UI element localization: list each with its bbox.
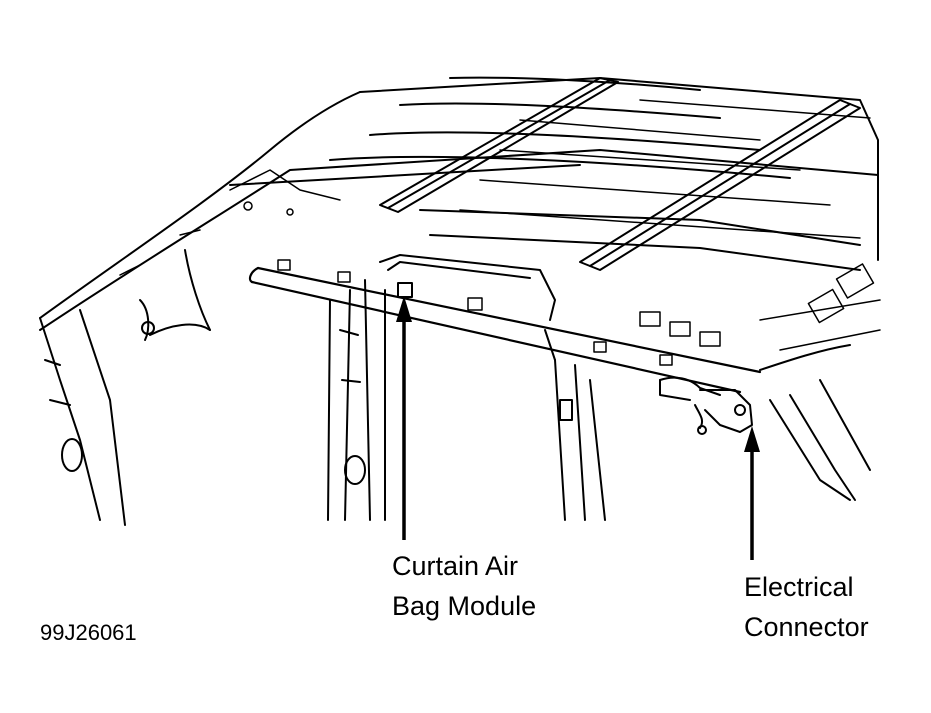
- a-pillar-clip: [139, 249, 211, 341]
- roof-rail-right: [579, 99, 861, 271]
- roof-panel: [39, 77, 879, 331]
- curtain-air-bag-leader: [396, 296, 412, 540]
- electrical-connector-label-line1: Electrical: [744, 572, 854, 602]
- d-pillar: [759, 344, 871, 501]
- curtain-air-bag-tube: [248, 266, 762, 394]
- roof-slats: [459, 99, 871, 239]
- roof-rail-left: [379, 77, 619, 213]
- electrical-connector-label: Electrical Connector: [744, 567, 869, 647]
- curtain-air-bag-label-line2: Bag Module: [392, 591, 537, 621]
- electrical-connector-assembly: [659, 376, 753, 435]
- electrical-connector-label-line2: Connector: [744, 612, 869, 642]
- c-pillar: [544, 329, 606, 521]
- windshield-header: [119, 169, 341, 276]
- roof-bows: [329, 76, 861, 271]
- curtain-air-bag-label: Curtain Air Bag Module: [392, 546, 536, 626]
- rail-clips: [277, 259, 721, 366]
- module-bracket: [379, 254, 556, 321]
- curtain-air-bag-label-line1: Curtain Air: [392, 551, 519, 581]
- a-pillar: [39, 309, 126, 526]
- b-pillar: [327, 279, 386, 521]
- figure-id: 99J26061: [40, 620, 137, 645]
- electrical-connector-leader: [744, 426, 760, 560]
- rear-header: [759, 263, 881, 351]
